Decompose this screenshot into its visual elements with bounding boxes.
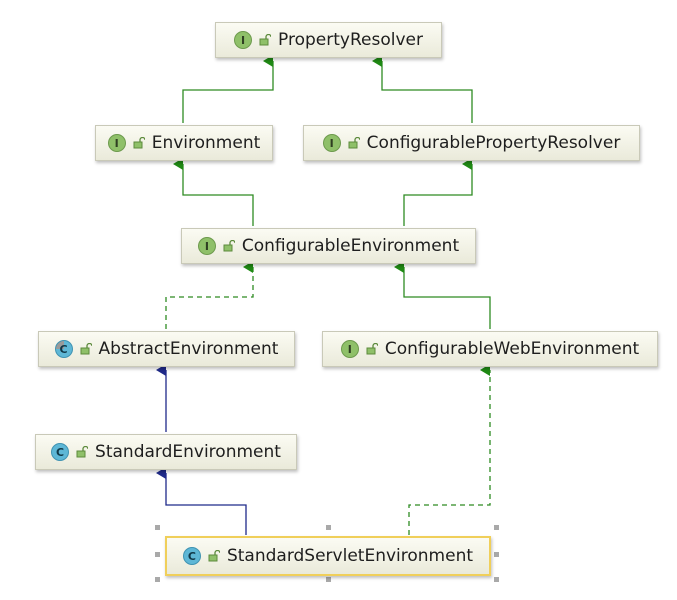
unlocked-icon [80,343,92,355]
unlocked-icon [223,240,235,252]
selection-handle[interactable] [494,577,499,582]
unlocked-icon [348,137,360,149]
class-icon: C [182,547,201,565]
edge-standardservletenvironment-implements-configurablewebenvironment [408,364,491,535]
edge-standardservletenvironment-to-standardenvironment [156,467,247,535]
selection-handle[interactable] [155,525,160,530]
node-label: Environment [151,133,261,153]
node-label: ConfigurableWebEnvironment [384,339,640,359]
edge-configurablewebenvironment-to-configurableenvironment [394,261,491,329]
unlocked-icon [76,446,89,458]
selection-handle[interactable] [494,525,499,530]
selection-handle[interactable] [494,552,499,557]
node-standard-servlet-environment[interactable]: C StandardServletEnvironment [165,536,491,576]
unlocked-icon [259,34,272,46]
node-abstract-environment[interactable]: C AbstractEnvironment [38,331,295,367]
node-configurable-property-resolver[interactable]: I ConfigurablePropertyResolver [303,125,640,161]
selection-handle[interactable] [155,552,160,557]
interface-icon: I [322,134,341,152]
node-configurable-environment[interactable]: I ConfigurableEnvironment [181,228,476,264]
class-icon: C [51,443,70,461]
edge-environment-to-propertyresolver [182,55,274,123]
node-label: ConfigurableEnvironment [241,236,460,256]
edge-configurableenvironment-to-environment [173,158,254,226]
node-standard-environment[interactable]: C StandardEnvironment [35,434,297,470]
selection-handle[interactable] [326,577,331,582]
edge-configurableenvironment-to-configurablepropertyresolver [403,158,473,226]
node-label: StandardServletEnvironment [226,546,474,566]
node-label: StandardEnvironment [95,442,281,462]
unlocked-icon [133,137,145,149]
interface-icon: I [234,31,253,49]
node-label: PropertyResolver [278,30,423,50]
interface-icon: I [107,134,126,152]
edge-configurablepropertyresolver-to-propertyresolver [372,55,473,123]
node-property-resolver[interactable]: I PropertyResolver [215,22,442,58]
selection-handle[interactable] [155,577,160,582]
abstract-class-icon: C [54,340,73,358]
unlocked-icon [366,343,378,355]
edge-abstractenvironment-implements-configurableenvironment [165,261,254,329]
node-environment[interactable]: I Environment [95,125,273,161]
unlocked-icon [208,550,220,562]
selection-handle[interactable] [326,525,331,530]
node-configurable-web-environment[interactable]: I ConfigurableWebEnvironment [322,331,658,367]
interface-icon: I [197,237,216,255]
node-label: AbstractEnvironment [98,339,279,359]
interface-icon: I [340,340,359,358]
node-label: ConfigurablePropertyResolver [366,133,621,153]
